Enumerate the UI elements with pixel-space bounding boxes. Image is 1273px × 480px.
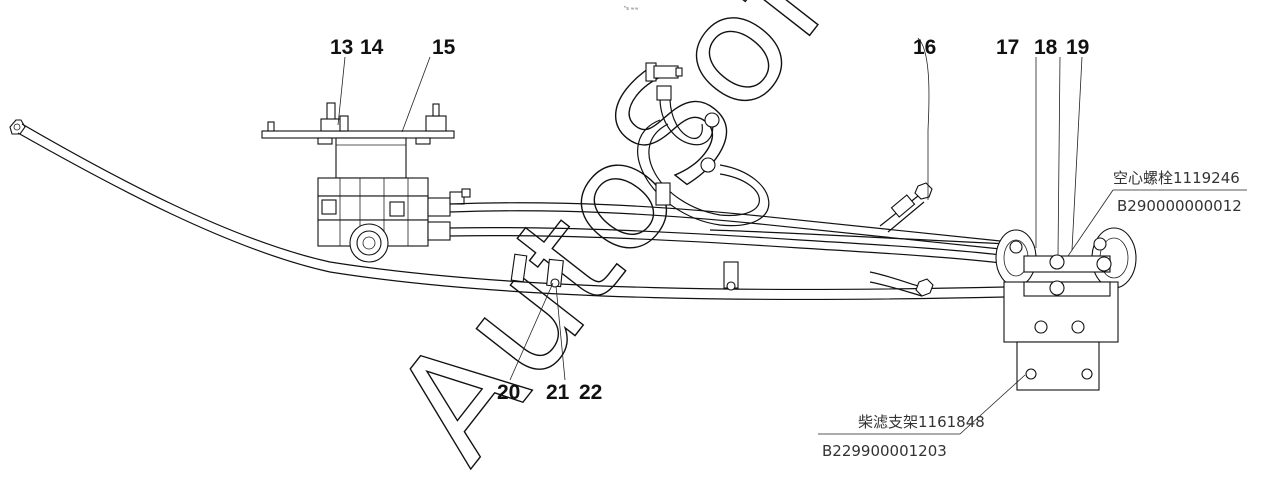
hollow-bolt-code: B290000000012 bbox=[1117, 197, 1242, 215]
top-mark: "s ≈≈ bbox=[624, 6, 639, 12]
fitting-16 bbox=[869, 182, 934, 297]
callout-13: 13 bbox=[330, 36, 353, 59]
coiled-hose bbox=[637, 62, 1011, 245]
filter-bracket-code: B229900001203 bbox=[822, 442, 947, 460]
fuel-filter-bracket bbox=[995, 227, 1137, 391]
callout-16: 16 bbox=[913, 36, 936, 59]
middle-pipes bbox=[449, 202, 1011, 265]
callout-14: 14 bbox=[360, 36, 384, 59]
valve-block-assembly bbox=[261, 102, 471, 263]
callout-numbers: 13 14 15 16 17 18 19 20 21 22 bbox=[330, 36, 1089, 404]
callout-15: 15 bbox=[432, 36, 456, 59]
callout-22: 22 bbox=[579, 381, 602, 404]
pipe-clamps bbox=[510, 253, 739, 291]
callout-21: 21 bbox=[546, 381, 570, 404]
callout-17: 17 bbox=[996, 36, 1019, 59]
callout-18: 18 bbox=[1034, 36, 1058, 59]
spec-labels: 空心螺栓1119246 B290000000012 柴滤支架1161848 B2… bbox=[822, 169, 1242, 460]
callout-20: 20 bbox=[497, 381, 520, 404]
left-fuel-hose bbox=[9, 119, 1006, 301]
hollow-bolt-name: 空心螺栓1119246 bbox=[1113, 169, 1240, 187]
filter-bracket-name: 柴滤支架1161848 bbox=[858, 413, 985, 431]
callout-19: 19 bbox=[1066, 36, 1089, 59]
leader-lines bbox=[337, 37, 1247, 435]
